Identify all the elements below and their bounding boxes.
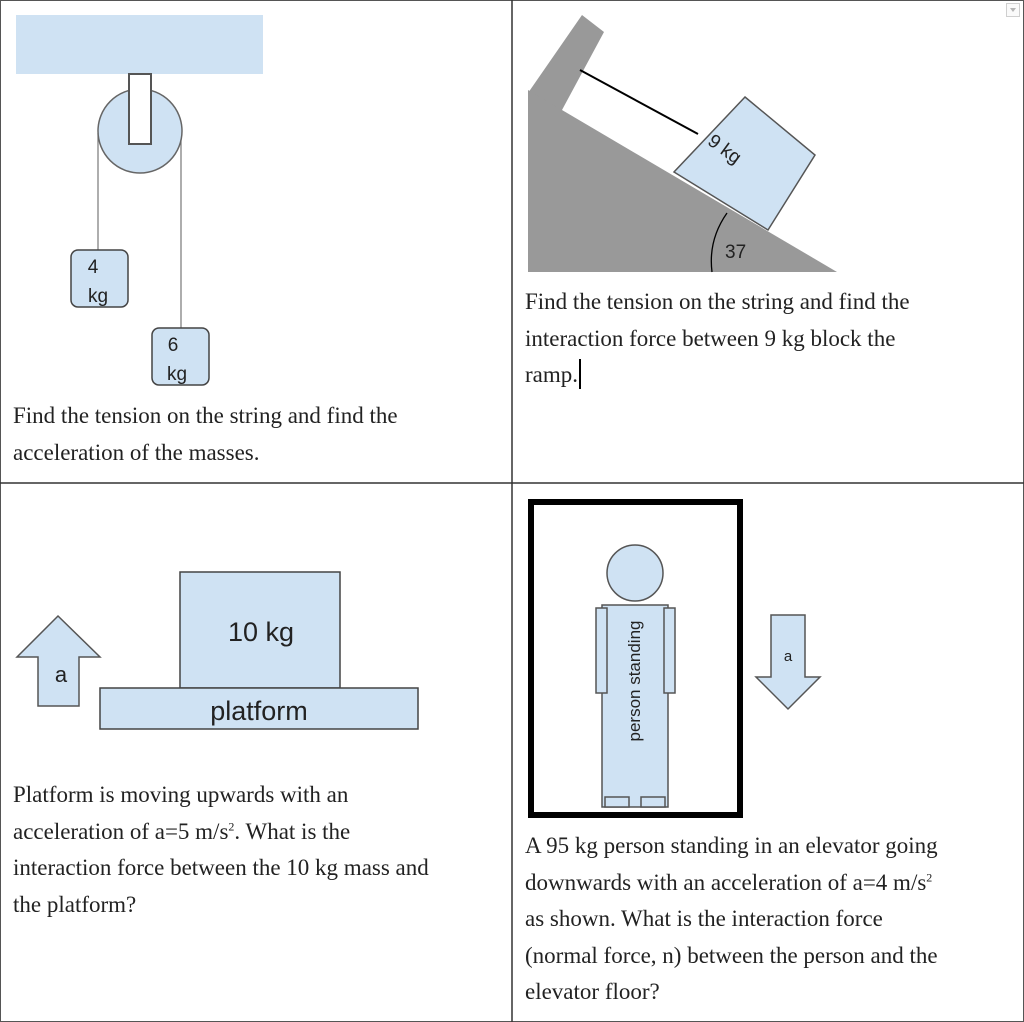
mass-4kg-block <box>70 249 129 308</box>
elevator-question-line: as shown. What is the interaction force <box>525 906 883 931</box>
pulley-question-line: acceleration of the masses. <box>13 439 260 465</box>
pulley-problem-cell: 4 kg 6 kg Find the tension on the string… <box>0 0 512 483</box>
exponent: 2 <box>228 818 235 833</box>
platform-question-text: . What is the <box>234 818 351 844</box>
ramp-incline <box>528 90 837 272</box>
ramp-string <box>579 69 699 135</box>
elevator-problem-cell: person standing a A 95 kg person standin… <box>512 483 1024 1022</box>
ramp-diagram: 9 kg 37 <box>528 15 837 273</box>
ramp-question-line: Find the tension on the string and find … <box>525 289 910 314</box>
ceiling <box>16 15 263 74</box>
mass-6kg-value: 6 <box>168 335 179 356</box>
dropdown-arrow-icon[interactable] <box>1006 3 1020 17</box>
platform-problem-cell: a 10 kg platform Platform is moving upwa… <box>0 483 512 1022</box>
person-label: person standing <box>625 621 644 742</box>
elevator-question: A 95 kg person standing in an elevator g… <box>525 828 938 1011</box>
elevator-diagram: person standing a <box>528 499 822 818</box>
mass-4kg-unit: kg <box>88 286 108 307</box>
up-arrow-label: a <box>55 662 68 687</box>
up-arrow-icon <box>15 614 102 707</box>
platform-question-line: acceleration of a=5 m/s2. What is the <box>13 814 429 851</box>
exponent: 2 <box>926 869 933 884</box>
ramp-problem-cell: 9 kg 37 Find the tension on the string a… <box>512 0 1024 483</box>
platform-question-line: Platform is moving upwards with an <box>13 782 349 807</box>
block-9kg <box>672 95 816 232</box>
ramp-wedge <box>528 15 604 272</box>
platform-label: platform <box>210 696 308 726</box>
platform-question-text: acceleration of a=5 m/s <box>13 818 229 844</box>
down-arrow-icon <box>754 614 822 711</box>
ramp-question: Find the tension on the string and find … <box>525 284 910 394</box>
platform-question-line: the platform? <box>13 891 137 917</box>
angle-arc <box>710 212 728 273</box>
mass-10kg-block <box>179 571 341 689</box>
pulley-diagram: 4 kg 6 kg <box>16 15 263 386</box>
elevator-question-line: A 95 kg person standing in an elevator g… <box>525 833 938 858</box>
mass-6kg-unit: kg <box>167 364 187 385</box>
pulley-question-line: Find the tension on the string and find … <box>13 403 398 428</box>
ramp-question-line-text: ramp. <box>525 362 579 387</box>
mass-6kg-block <box>151 327 210 386</box>
ramp-question-line: interaction force between 9 kg block the <box>525 325 896 351</box>
pulley-question: Find the tension on the string and find … <box>13 398 398 471</box>
platform-slab <box>99 687 419 730</box>
pulley-axle-bracket <box>128 73 152 145</box>
person-foot-left <box>604 796 630 808</box>
person-arm-right <box>663 607 676 694</box>
person-body <box>601 604 669 808</box>
angle-label: 37 <box>725 242 746 263</box>
person-arm-left <box>595 607 608 694</box>
platform-question-line: interaction force between the 10 kg mass… <box>13 855 429 880</box>
text-cursor <box>579 359 582 389</box>
person-head <box>606 544 664 602</box>
elevator-question-line: elevator floor? <box>525 979 660 1004</box>
elevator-question-text: downwards with an acceleration of a=4 m/… <box>525 869 927 895</box>
elevator-question-line: (normal force, n) between the person and… <box>525 942 938 968</box>
person-foot-right <box>640 796 666 808</box>
mass-4kg-value: 4 <box>88 257 99 278</box>
platform-diagram: a 10 kg platform <box>15 571 419 730</box>
ramp-question-line-3[interactable]: ramp. <box>525 357 910 394</box>
elevator-question-line: downwards with an acceleration of a=4 m/… <box>525 865 938 902</box>
down-arrow-label: a <box>784 648 793 665</box>
mass-10kg-label: 10 kg <box>228 617 294 647</box>
platform-question: Platform is moving upwards with an accel… <box>13 777 429 923</box>
